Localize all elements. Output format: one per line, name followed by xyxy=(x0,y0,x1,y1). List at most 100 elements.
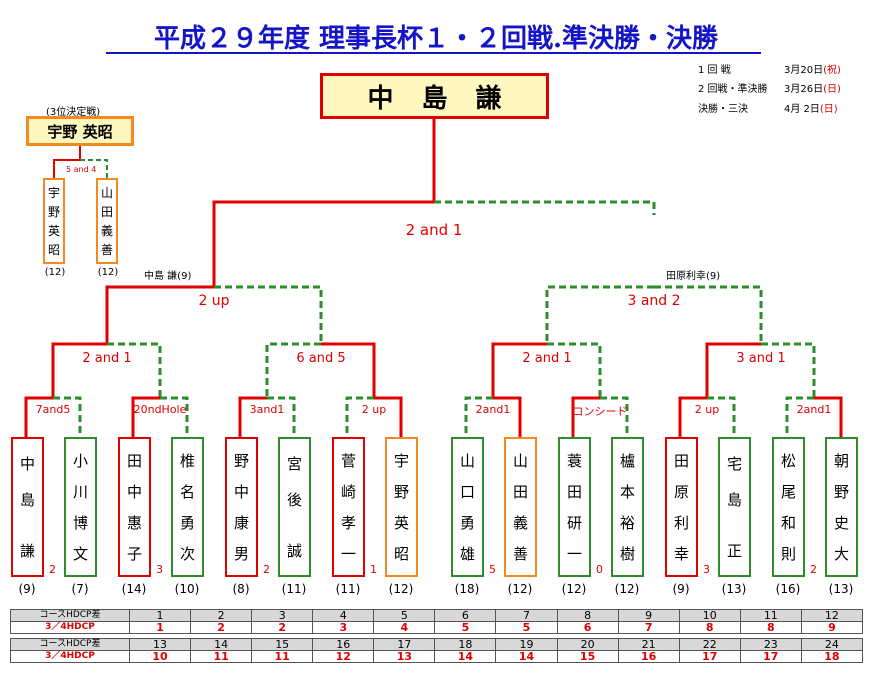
third-place-label: (3位決定戦) xyxy=(46,107,101,118)
third-place-player-2: 山田義善 xyxy=(96,178,118,264)
hdcp-cell: 2 xyxy=(190,621,253,634)
r1-score-5: 2and1 xyxy=(475,403,511,416)
player-box: 山田義善 xyxy=(504,437,537,577)
player-box: 田原利幸 xyxy=(665,437,698,577)
r1-score-1: 7and5 xyxy=(35,403,71,416)
player-box: 朝野史大 xyxy=(825,437,858,577)
hdcp-cell: 12 xyxy=(312,650,375,663)
third-place-score: 5 and 4 xyxy=(66,165,97,174)
semi-left-score: 2 up xyxy=(198,293,230,309)
hdcp-cell: 5 xyxy=(373,609,436,622)
third-place-hc-1: (12) xyxy=(44,267,66,278)
hdcp-cell: 5 xyxy=(495,621,558,634)
semi-left-label: 中島 謙(9) xyxy=(144,271,192,282)
hdcp-cell: 14 xyxy=(190,638,253,651)
hdcp-cell: 18 xyxy=(434,638,497,651)
player-handicap: (18) xyxy=(454,582,480,596)
hdcp-cell: 9 xyxy=(617,609,680,622)
player-box: 宇野英昭 xyxy=(385,437,418,577)
player-box: 山口勇雄 xyxy=(451,437,484,577)
hdcp-cell: 9 xyxy=(800,621,864,634)
player-side-number: 2 xyxy=(263,563,270,576)
hdcp-cell: 14 xyxy=(434,650,497,663)
hdcp-cell: 1 xyxy=(128,621,192,634)
hdcp-cell: 6 xyxy=(434,609,497,622)
hdcp-cell: 8 xyxy=(739,621,802,634)
player-box: 宅島正 xyxy=(718,437,751,577)
hdcp-value-label: 3／4HDCP xyxy=(10,621,130,634)
hdcp-cell: 13 xyxy=(373,650,436,663)
player-handicap: (8) xyxy=(232,582,250,596)
player-box: 宮後誠 xyxy=(278,437,311,577)
player-side-number: 1 xyxy=(370,563,377,576)
hdcp-cell: 16 xyxy=(312,638,375,651)
r1-score-4: 2 up xyxy=(361,403,387,416)
player-side-number: 0 xyxy=(596,563,603,576)
hdcp-cell: 15 xyxy=(556,650,619,663)
hdcp-cell: 20 xyxy=(556,638,619,651)
hdcp-diff-label: コースHDCP差 xyxy=(10,638,130,651)
hdcp-cell: 16 xyxy=(617,650,680,663)
hdcp-cell: 2 xyxy=(251,621,314,634)
hdcp-cell: 22 xyxy=(678,638,741,651)
player-box: 菅崎孝一 xyxy=(332,437,365,577)
hdcp-cell: 18 xyxy=(800,650,864,663)
player-handicap: (11) xyxy=(335,582,361,596)
hdcp-cell: 14 xyxy=(495,650,558,663)
player-box: 野中康男 xyxy=(225,437,258,577)
player-side-number: 5 xyxy=(489,563,496,576)
hdcp-cell: 11 xyxy=(739,609,802,622)
player-handicap: (14) xyxy=(121,582,147,596)
title-underline xyxy=(106,52,761,54)
qf-score-4: 3 and 1 xyxy=(736,351,786,366)
third-place-winner: 宇野 英昭 xyxy=(26,116,134,146)
player-side-number: 2 xyxy=(49,563,56,576)
player-handicap: (12) xyxy=(388,582,414,596)
player-box: 小川博文 xyxy=(64,437,97,577)
hdcp-cell: 3 xyxy=(251,609,314,622)
semi-right-label: 田原利幸(9) xyxy=(666,271,721,282)
qf-score-1: 2 and 1 xyxy=(82,351,132,366)
hdcp-cell: 1 xyxy=(128,609,192,622)
hdcp-cell: 17 xyxy=(739,650,802,663)
champion-box: 中島謙 xyxy=(320,73,549,119)
hdcp-cell: 11 xyxy=(190,650,253,663)
hdcp-cell: 15 xyxy=(251,638,314,651)
hdcp-cell: 10 xyxy=(678,609,741,622)
player-handicap: (11) xyxy=(281,582,307,596)
hdcp-diff-label: コースHDCP差 xyxy=(10,609,130,622)
r1-score-2: 20ndHole xyxy=(133,403,187,416)
player-handicap: (12) xyxy=(507,582,533,596)
player-side-number: 3 xyxy=(156,563,163,576)
hdcp-cell: 4 xyxy=(312,609,375,622)
r1-score-7: 2 up xyxy=(694,403,720,416)
hdcp-cell: 3 xyxy=(312,621,375,634)
player-handicap: (12) xyxy=(614,582,640,596)
player-box: 田中惠子 xyxy=(118,437,151,577)
player-box: 蓑田研一 xyxy=(558,437,591,577)
qf-score-2: 6 and 5 xyxy=(296,351,346,366)
r1-score-8: 2and1 xyxy=(796,403,832,416)
player-box: 椎名勇次 xyxy=(171,437,204,577)
player-handicap: (16) xyxy=(775,582,801,596)
player-side-number: 3 xyxy=(703,563,710,576)
player-side-number: 2 xyxy=(810,563,817,576)
hdcp-cell: 10 xyxy=(128,650,192,663)
hdcp-cell: 17 xyxy=(678,650,741,663)
player-handicap: (7) xyxy=(71,582,89,596)
player-box: 櫨本裕樹 xyxy=(611,437,644,577)
hdcp-cell: 19 xyxy=(495,638,558,651)
hdcp-cell: 6 xyxy=(556,621,619,634)
r1-score-6: コンシード xyxy=(572,405,628,418)
hdcp-cell: 17 xyxy=(373,638,436,651)
qf-score-3: 2 and 1 xyxy=(522,351,572,366)
hdcp-cell: 24 xyxy=(800,638,864,651)
hdcp-cell: 8 xyxy=(678,621,741,634)
player-box: 中島謙 xyxy=(11,437,44,577)
hdcp-cell: 4 xyxy=(373,621,436,634)
